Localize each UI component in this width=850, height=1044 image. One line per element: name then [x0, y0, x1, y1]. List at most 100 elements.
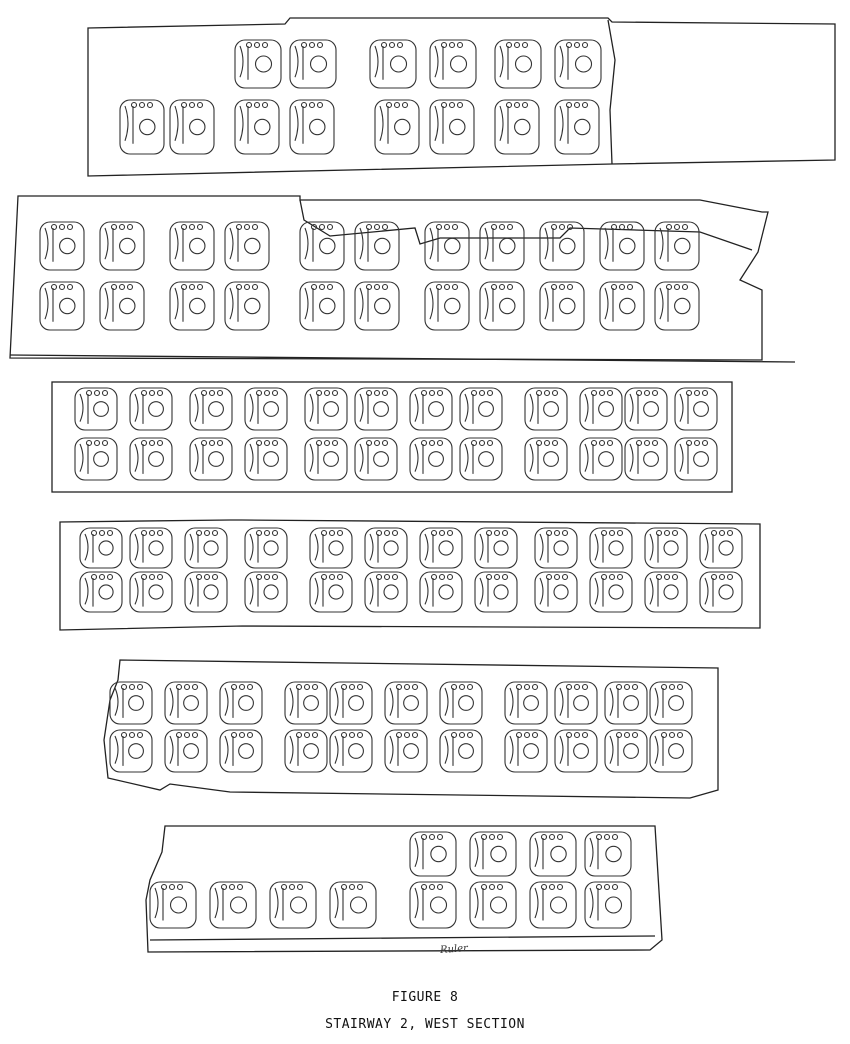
- glyph-element: [66, 223, 74, 231]
- glyph-block: [524, 387, 568, 431]
- glyph-element: [156, 529, 164, 537]
- glyph-element: [548, 883, 556, 891]
- figure-title: FIGURE 8: [391, 990, 459, 1005]
- glyph-element: [496, 833, 504, 841]
- glyph-element: [79, 393, 89, 424]
- glyph-element: [559, 297, 576, 315]
- glyph-element: [629, 393, 639, 424]
- glyph-element: [479, 533, 489, 563]
- glyph-element: [326, 223, 334, 231]
- glyph-element: [420, 439, 428, 447]
- glyph-element: [718, 529, 726, 537]
- glyph-element: [334, 687, 344, 718]
- glyph-element: [424, 533, 434, 563]
- glyph-block: [424, 221, 470, 271]
- glyph-element: [598, 439, 606, 447]
- glyph-element: [665, 283, 673, 291]
- glyph-element: [594, 577, 604, 607]
- glyph-element: [631, 731, 639, 739]
- glyph-element: [391, 529, 399, 537]
- glyph-element: [50, 283, 58, 291]
- glyph-element: [610, 223, 618, 231]
- glyph-element: [474, 837, 484, 870]
- glyph-element: [479, 577, 489, 607]
- glyph-element: [435, 283, 443, 291]
- glyph-element: [311, 683, 319, 691]
- glyph-element: [615, 731, 623, 739]
- glyph-element: [295, 731, 303, 739]
- glyph-element: [323, 439, 331, 447]
- glyph-element: [643, 451, 659, 467]
- glyph-element: [565, 101, 573, 109]
- glyph-element: [551, 389, 559, 397]
- glyph-block: [119, 99, 165, 155]
- glyph-element: [654, 735, 664, 766]
- glyph-element: [90, 529, 98, 537]
- glyph-block: [524, 437, 568, 481]
- glyph-element: [436, 883, 444, 891]
- glyph-element: [573, 41, 581, 49]
- glyph-element: [303, 731, 311, 739]
- glyph-element: [289, 896, 308, 914]
- glyph-element: [651, 389, 659, 397]
- glyph-element: [499, 45, 509, 80]
- glyph-element: [373, 439, 381, 447]
- glyph-block: [584, 881, 632, 929]
- glyph-element: [548, 833, 556, 841]
- glyph-element: [126, 283, 134, 291]
- glyph-element: [590, 439, 598, 447]
- glyph-element: [168, 883, 176, 891]
- glyph-element: [501, 573, 509, 581]
- glyph-element: [216, 389, 224, 397]
- glyph-element: [50, 223, 58, 231]
- glyph-element: [514, 118, 531, 136]
- glyph-element: [200, 439, 208, 447]
- glyph-element: [616, 529, 624, 537]
- glyph-element: [668, 695, 684, 711]
- glyph-block: [354, 437, 398, 481]
- glyph-block: [439, 729, 483, 773]
- glyph-element: [414, 443, 424, 474]
- glyph-element: [595, 833, 603, 841]
- glyph-element: [543, 451, 559, 467]
- glyph-element: [148, 389, 156, 397]
- glyph-element: [130, 101, 138, 109]
- glyph-element: [456, 101, 464, 109]
- glyph-element: [300, 41, 308, 49]
- glyph-block: [589, 527, 633, 569]
- glyph-block: [39, 221, 85, 271]
- glyph-element: [396, 41, 404, 49]
- glyph-element: [139, 118, 156, 136]
- glyph-element: [295, 683, 303, 691]
- glyph-element: [556, 883, 564, 891]
- glyph-element: [643, 439, 651, 447]
- glyph-element: [474, 887, 484, 921]
- glyph-element: [444, 297, 461, 315]
- glyph-element: [263, 401, 279, 417]
- glyph-block: [129, 387, 173, 431]
- glyph-element: [671, 529, 679, 537]
- glyph-element: [348, 683, 356, 691]
- glyph-element: [718, 540, 734, 556]
- glyph-element: [534, 887, 544, 921]
- glyph-element: [649, 577, 659, 607]
- glyph-element: [331, 389, 339, 397]
- glyph-element: [605, 845, 622, 863]
- glyph-element: [430, 845, 447, 863]
- glyph-element: [373, 283, 381, 291]
- glyph-element: [336, 573, 344, 581]
- glyph-block: [529, 881, 577, 929]
- glyph-block: [99, 221, 145, 271]
- glyph-element: [383, 584, 399, 600]
- glyph-element: [59, 237, 76, 255]
- glyph-block: [604, 729, 648, 773]
- glyph-element: [499, 105, 509, 144]
- glyph-element: [443, 223, 451, 231]
- glyph-block: [469, 881, 517, 929]
- glyph-block: [474, 571, 518, 613]
- glyph-element: [180, 223, 188, 231]
- glyph-element: [543, 439, 551, 447]
- glyph-element: [216, 439, 224, 447]
- panel-3: [51, 381, 733, 493]
- glyph-element: [320, 529, 328, 537]
